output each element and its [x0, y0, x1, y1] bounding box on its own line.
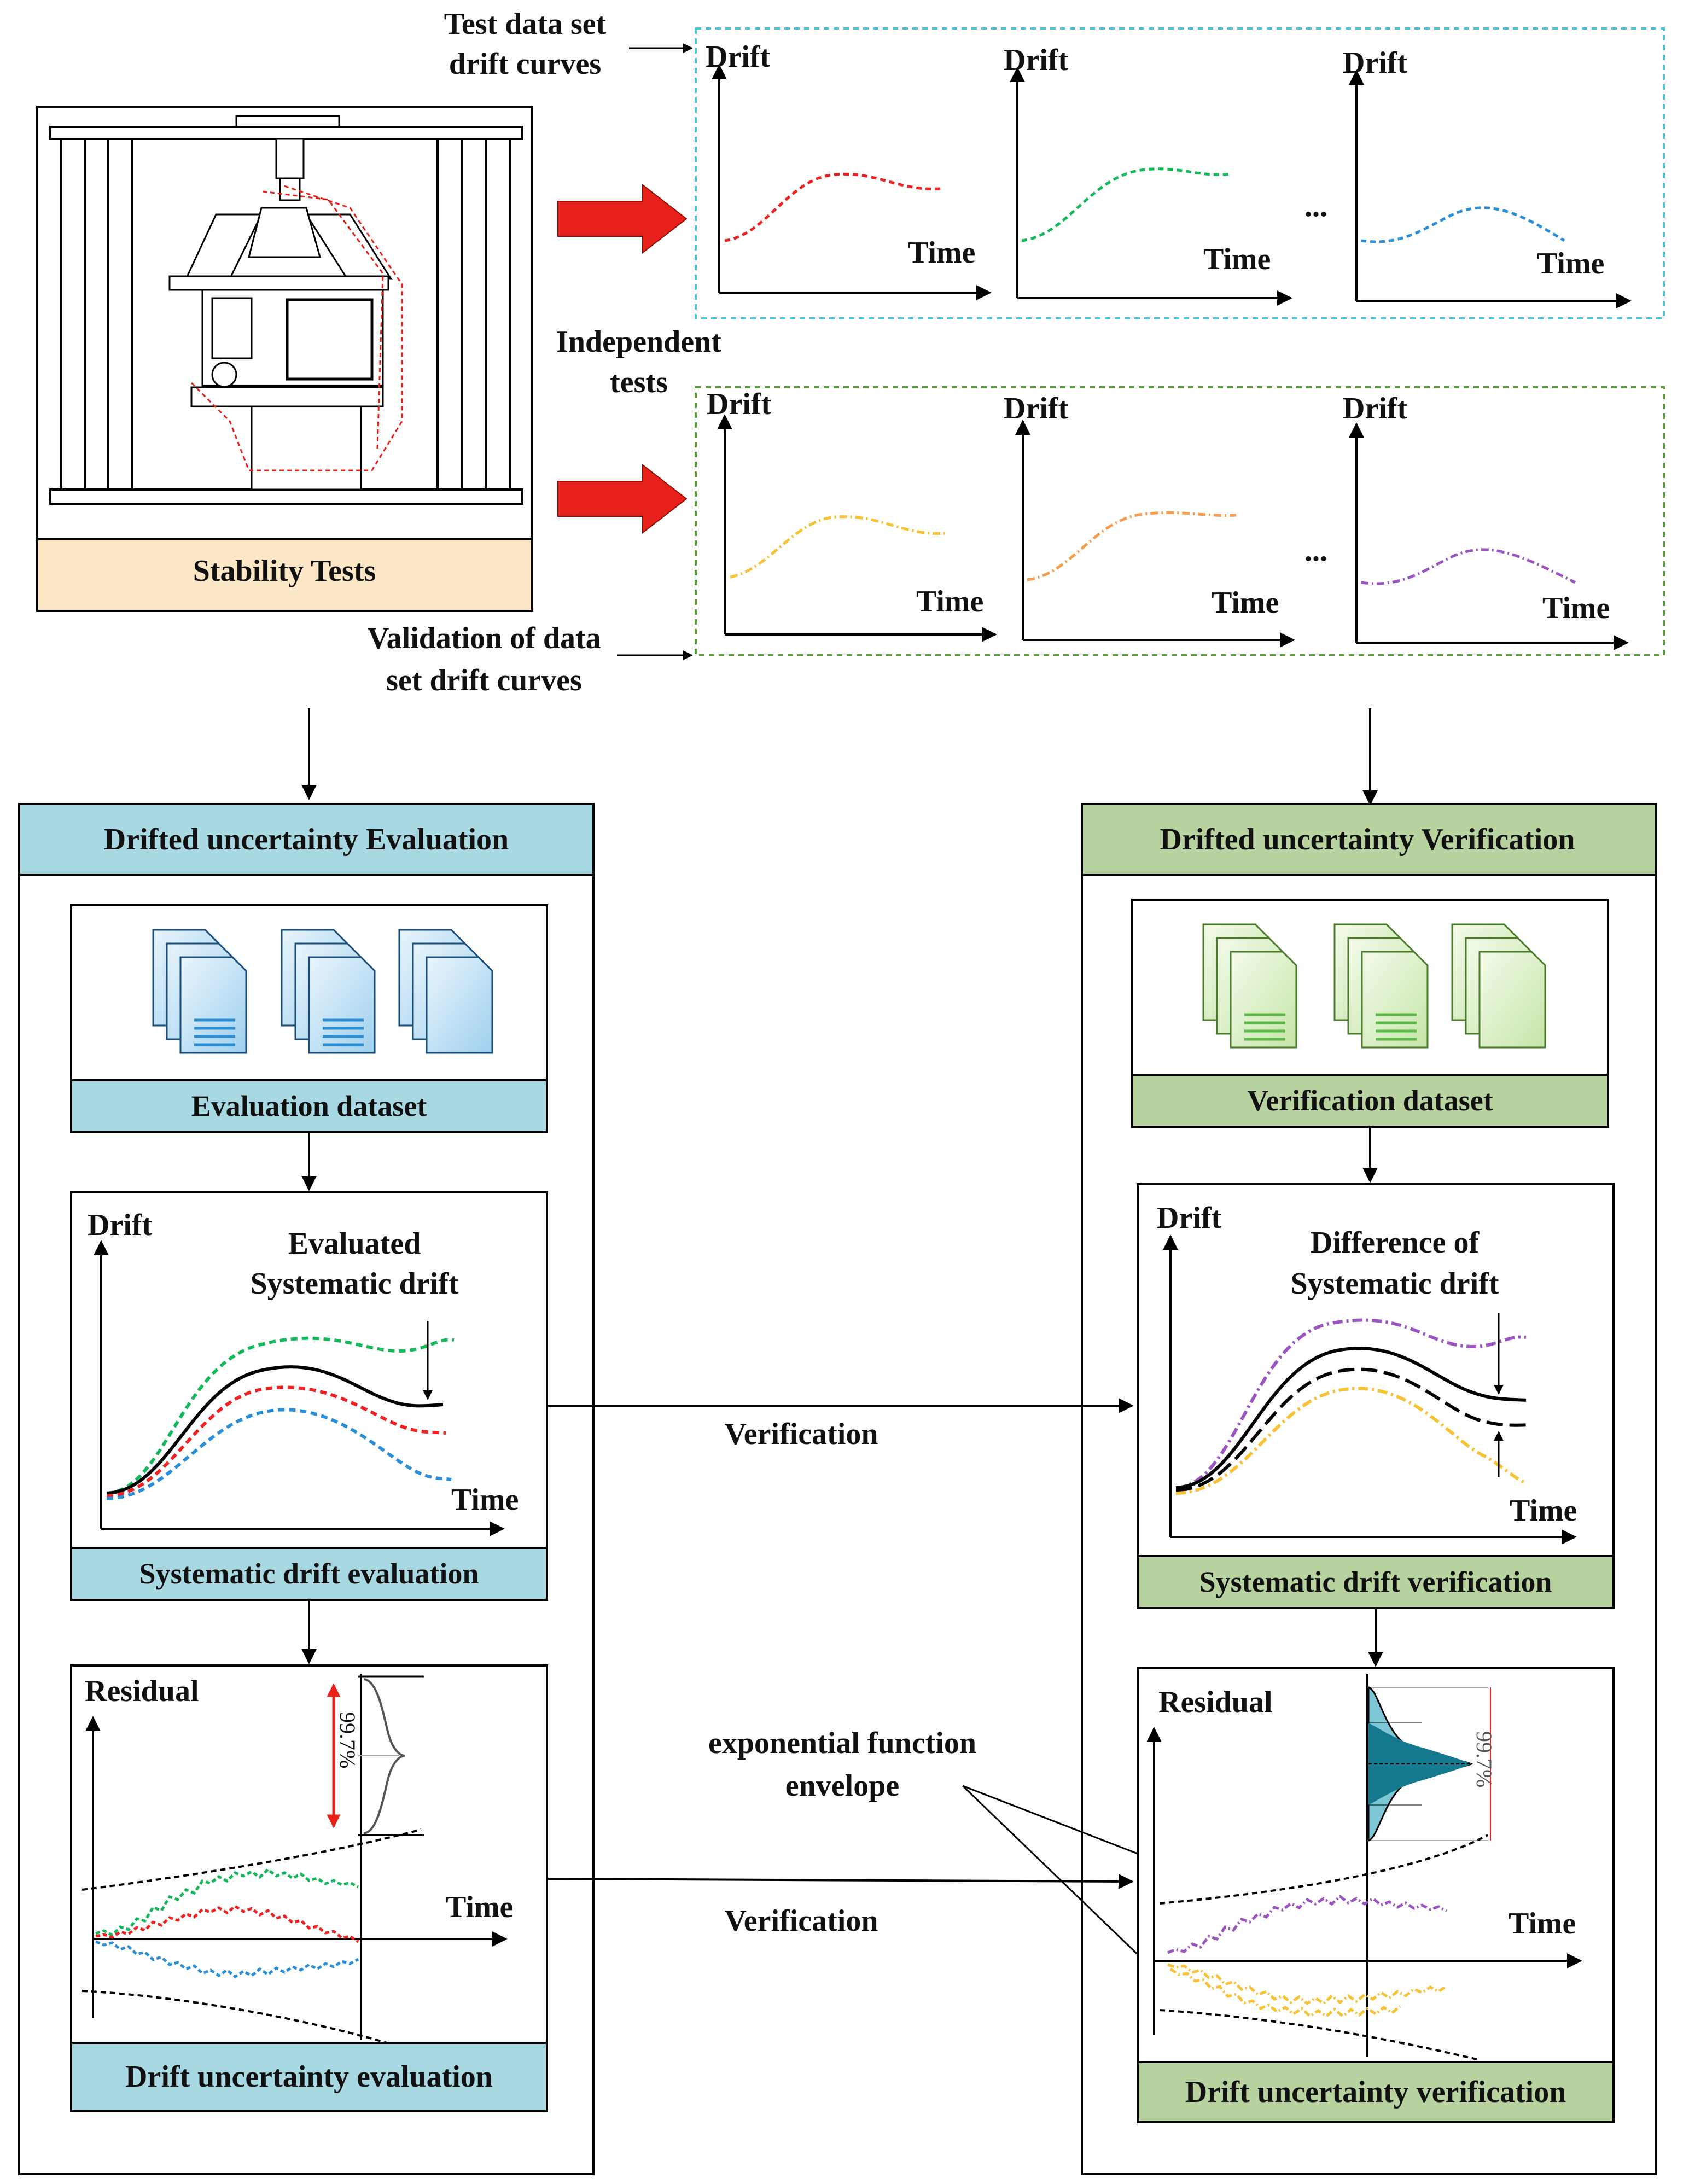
test-drift-plot-2 — [1010, 67, 1292, 306]
ver-sys-xlabel: Time — [1510, 1494, 1577, 1528]
systematic-evaluation-caption: Systematic drift evaluation — [139, 1557, 479, 1590]
systematic-evaluation-panel — [70, 1191, 548, 1549]
ver-sys-annotation-line2: Systematic drift — [1290, 1267, 1499, 1301]
test-plot1-ylabel: Drift — [706, 40, 771, 74]
gaussian-curve-icon — [1367, 1686, 1491, 1842]
test-plot3-ylabel: Drift — [1343, 46, 1408, 80]
systematic-evaluation-caption-bar — [70, 1547, 548, 1601]
ver-sys-ylabel: Drift — [1157, 1201, 1222, 1235]
eval-sys-annotation-line1: Evaluated — [288, 1227, 421, 1261]
validation-drift-plot-1 — [717, 414, 997, 642]
ver-sys-annotation-line1: Difference of — [1311, 1226, 1480, 1260]
test-ellipsis: ... — [1304, 189, 1327, 223]
document-stack-icon — [152, 929, 493, 1054]
test-plot2-ylabel: Drift — [1004, 43, 1069, 77]
verification-label-2: Verification — [725, 1904, 878, 1938]
ver-res-xlabel: Time — [1509, 1907, 1576, 1941]
systematic-verification-caption-bar — [1137, 1555, 1615, 1609]
residual-evaluation-plot — [81, 1674, 508, 2049]
validation-label-line1: Validation of data — [367, 621, 601, 655]
test-drift-plot-1 — [712, 64, 992, 300]
ver-res-ylabel: Residual — [1158, 1685, 1273, 1719]
red-arrow-icon — [557, 183, 688, 534]
eval-res-ylabel: Residual — [85, 1674, 199, 1708]
residual-verification-caption: Drift uncertainty verification — [1185, 2075, 1566, 2109]
evaluation-header — [18, 803, 595, 876]
systematic-evaluation-plot — [94, 1240, 505, 1536]
residual-verification-plot — [1146, 1674, 1582, 2060]
systematic-verification-caption: Systematic drift verification — [1199, 1565, 1552, 1598]
test-plot3-xlabel: Time — [1537, 247, 1604, 281]
document-stack-icon — [1202, 923, 1546, 1049]
test-plot2-xlabel: Time — [1203, 242, 1271, 276]
residual-evaluation-caption: Drift uncertainty evaluation — [125, 2060, 493, 2094]
validation-plot1-ylabel: Drift — [707, 387, 772, 421]
envelope-label-line1: exponential function — [708, 1726, 976, 1760]
systematic-verification-plot — [1163, 1234, 1577, 1545]
test-set-label-line2: drift curves — [449, 47, 601, 81]
validation-plot2-ylabel: Drift — [1004, 392, 1069, 426]
eval-res-percent: 99.7% — [335, 1712, 360, 1768]
ver-res-percent: 99.7% — [1472, 1731, 1496, 1787]
evaluation-header-label: Drifted uncertainty Evaluation — [104, 823, 509, 857]
validation-drift-plot-3 — [1349, 422, 1629, 650]
validation-ellipsis: ... — [1304, 534, 1327, 568]
eval-sys-annotation-line2: Systematic drift — [250, 1267, 458, 1301]
eval-res-xlabel: Time — [446, 1890, 513, 1924]
validation-drift-plot-2 — [1015, 420, 1295, 648]
eval-sys-xlabel: Time — [451, 1483, 519, 1517]
machine-tool-icon — [36, 106, 533, 612]
test-plot1-xlabel: Time — [908, 236, 975, 270]
test-dataset-box — [695, 27, 1665, 319]
residual-evaluation-caption-bar — [70, 2042, 548, 2112]
validation-plot3-xlabel: Time — [1542, 591, 1610, 625]
verification-dataset-label: Verification dataset — [1247, 1084, 1493, 1117]
verification-dataset-caption-bar — [1131, 1074, 1609, 1128]
test-set-label-line1: Test data set — [444, 7, 607, 41]
envelope-label-line2: envelope — [785, 1769, 899, 1803]
validation-plot3-ylabel: Drift — [1343, 392, 1408, 426]
stability-tests-label: Stability Tests — [193, 554, 376, 588]
verification-label-1: Verification — [725, 1417, 878, 1451]
verification-header — [1081, 803, 1657, 876]
verification-header-label: Drifted uncertainty Verification — [1160, 823, 1575, 857]
eval-sys-ylabel: Drift — [88, 1208, 153, 1242]
validation-dataset-box — [695, 386, 1665, 656]
evaluation-dataset-label: Evaluation dataset — [191, 1090, 427, 1122]
test-drift-plot-3 — [1349, 69, 1632, 308]
residual-evaluation-panel — [70, 1664, 548, 2044]
validation-label-line2: set drift curves — [386, 663, 582, 697]
residual-verification-caption-bar — [1137, 2061, 1615, 2123]
independent-tests-label-line2: tests — [610, 365, 668, 399]
validation-plot1-xlabel: Time — [916, 585, 983, 619]
validation-plot2-xlabel: Time — [1212, 586, 1279, 620]
evaluation-dataset-caption-bar — [70, 1079, 548, 1133]
independent-tests-label-line1: Independent — [556, 325, 721, 359]
